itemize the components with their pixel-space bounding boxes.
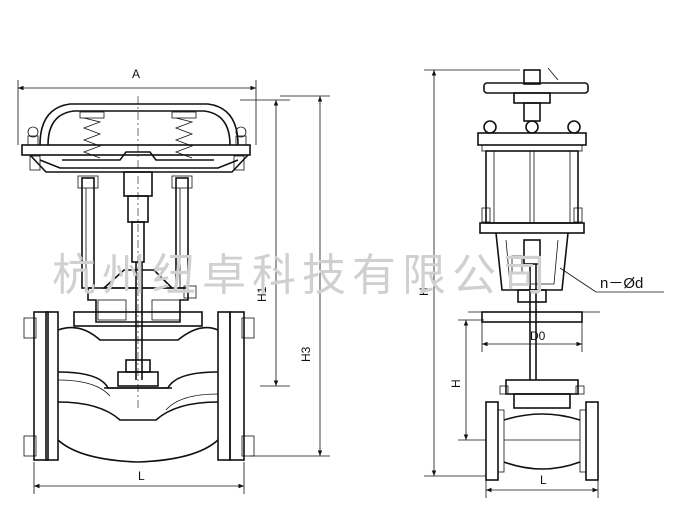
handwheel: [483, 67, 589, 122]
watermark-text: 杭州纽卓科技有限公司: [52, 250, 552, 301]
dim-l-right: L: [485, 473, 599, 498]
label-h3: H3: [299, 346, 313, 362]
springs: [79, 111, 197, 159]
label-h-small: H: [449, 379, 463, 388]
dim-h3: H3: [250, 95, 330, 457]
diaphragm-actuator: [21, 96, 251, 410]
bolt-holes-callout: n－Ød: [559, 267, 664, 293]
dim-d0: D0: [468, 311, 600, 352]
yoke: [77, 171, 193, 380]
actuator-top: [477, 120, 587, 152]
label-n-d: n－Ød: [600, 275, 643, 292]
dim-h1: H1: [240, 99, 290, 387]
label-a: A: [132, 67, 140, 81]
label-l-left: L: [138, 469, 145, 483]
dim-h-large: H: [417, 69, 520, 477]
dim-a: A: [17, 67, 257, 145]
dim-l-left: L: [33, 462, 245, 494]
bonnet: [73, 269, 203, 327]
label-l-right: L: [540, 473, 547, 487]
label-d0: D0: [530, 329, 546, 343]
cylinder: [479, 150, 585, 234]
valve-body: [23, 311, 255, 463]
right-view: D0 n－Ød H: [417, 67, 664, 498]
valve-body-side: [485, 379, 599, 481]
label-h1: H1: [255, 286, 269, 302]
dim-h-small: H: [449, 319, 486, 441]
left-view: A H1 H3 L: [17, 67, 330, 494]
label-h-large: H: [417, 287, 431, 296]
